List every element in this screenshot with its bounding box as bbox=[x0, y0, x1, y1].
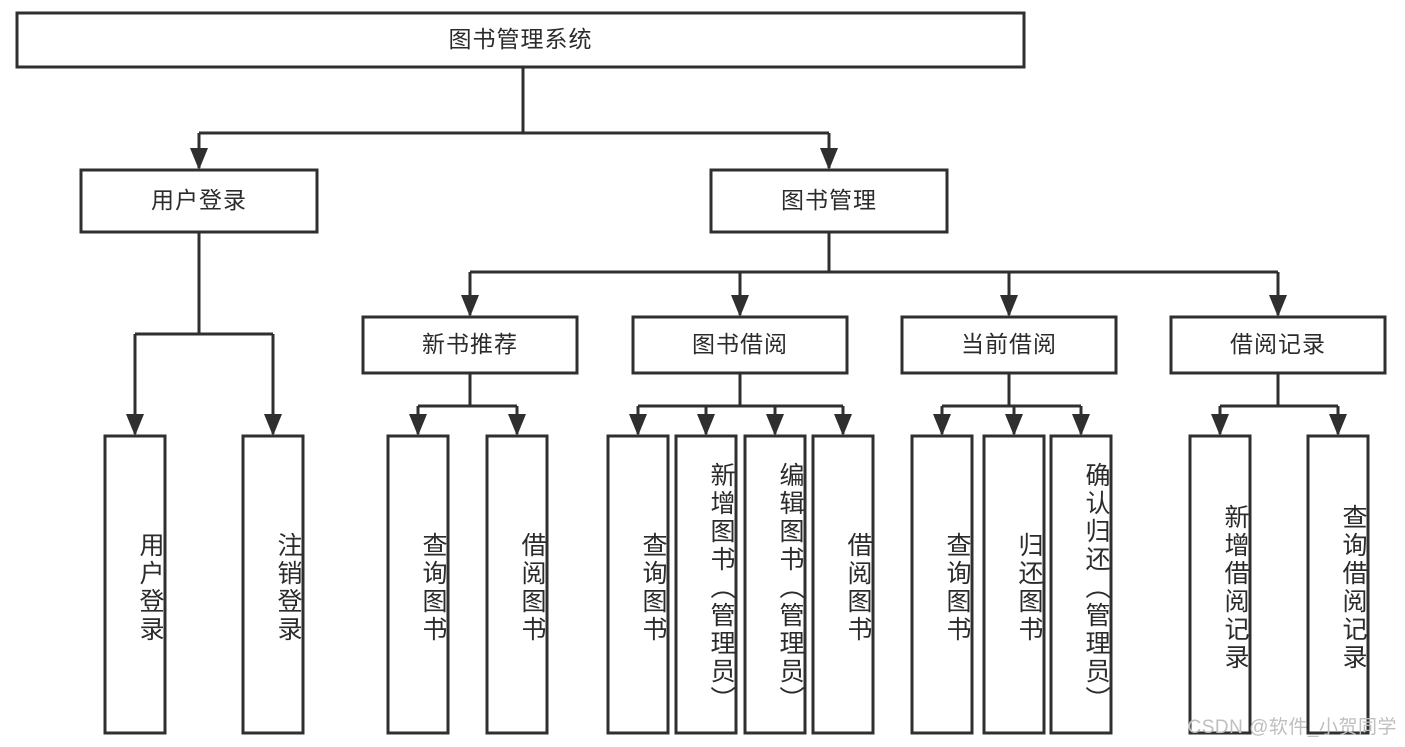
arrow-level1-book-management bbox=[820, 148, 838, 170]
node-box-leaf-borrow-book[interactable] bbox=[811, 434, 875, 735]
node-box-leaf-query-book-current[interactable] bbox=[910, 434, 974, 735]
arrow-user-login-leaf-1 bbox=[264, 414, 282, 436]
node-box-current-borrow[interactable] bbox=[900, 315, 1118, 375]
arrow-borrow-record-leaf-0 bbox=[1211, 414, 1229, 436]
connectors-layer bbox=[126, 67, 1347, 436]
node-box-leaf-borrow-book-recommend[interactable] bbox=[485, 434, 549, 735]
arrow-current-borrow-leaf-1 bbox=[1005, 414, 1023, 436]
node-box-leaf-add-borrow-record[interactable] bbox=[1188, 434, 1252, 735]
arrow-level1-user-login bbox=[190, 148, 208, 170]
node-box-leaf-return-book[interactable] bbox=[982, 434, 1046, 735]
node-box-user-login[interactable] bbox=[79, 168, 319, 234]
arrow-level2-new-book-recommend bbox=[461, 295, 479, 317]
node-box-leaf-query-book-recommend[interactable] bbox=[386, 434, 450, 735]
watermark-text: CSDN @软件_小贺同学 bbox=[1187, 717, 1397, 738]
arrow-level2-borrow-record bbox=[1269, 295, 1287, 317]
node-box-leaf-query-borrow-record[interactable] bbox=[1306, 434, 1370, 735]
node-box-leaf-confirm-return-admin[interactable] bbox=[1049, 434, 1113, 735]
arrow-book-borrow-leaf-2 bbox=[766, 414, 784, 436]
arrow-new-book-recommend-leaf-0 bbox=[409, 414, 427, 436]
node-box-book-borrow[interactable] bbox=[631, 315, 849, 375]
arrow-borrow-record-leaf-1 bbox=[1329, 414, 1347, 436]
node-box-leaf-user-login[interactable] bbox=[103, 434, 167, 735]
node-box-leaf-add-book-admin[interactable] bbox=[674, 434, 738, 735]
node-box-book-management[interactable] bbox=[709, 168, 949, 234]
node-box-new-book-recommend[interactable] bbox=[361, 315, 579, 375]
node-box-leaf-logout[interactable] bbox=[241, 434, 305, 735]
arrow-current-borrow-leaf-2 bbox=[1072, 414, 1090, 436]
arrow-book-borrow-leaf-3 bbox=[834, 414, 852, 436]
node-box-leaf-query-book-borrow[interactable] bbox=[606, 434, 670, 735]
arrow-current-borrow-leaf-0 bbox=[933, 414, 951, 436]
node-box-leaf-edit-book-admin[interactable] bbox=[743, 434, 807, 735]
arrow-level2-book-borrow bbox=[731, 295, 749, 317]
arrow-level2-current-borrow bbox=[1000, 295, 1018, 317]
arrow-new-book-recommend-leaf-1 bbox=[508, 414, 526, 436]
arrow-user-login-leaf-0 bbox=[126, 414, 144, 436]
node-boxes-layer bbox=[15, 11, 1387, 735]
node-box-root[interactable] bbox=[15, 11, 1026, 69]
arrow-book-borrow-leaf-0 bbox=[629, 414, 647, 436]
arrow-book-borrow-leaf-1 bbox=[697, 414, 715, 436]
node-box-borrow-record[interactable] bbox=[1169, 315, 1387, 375]
